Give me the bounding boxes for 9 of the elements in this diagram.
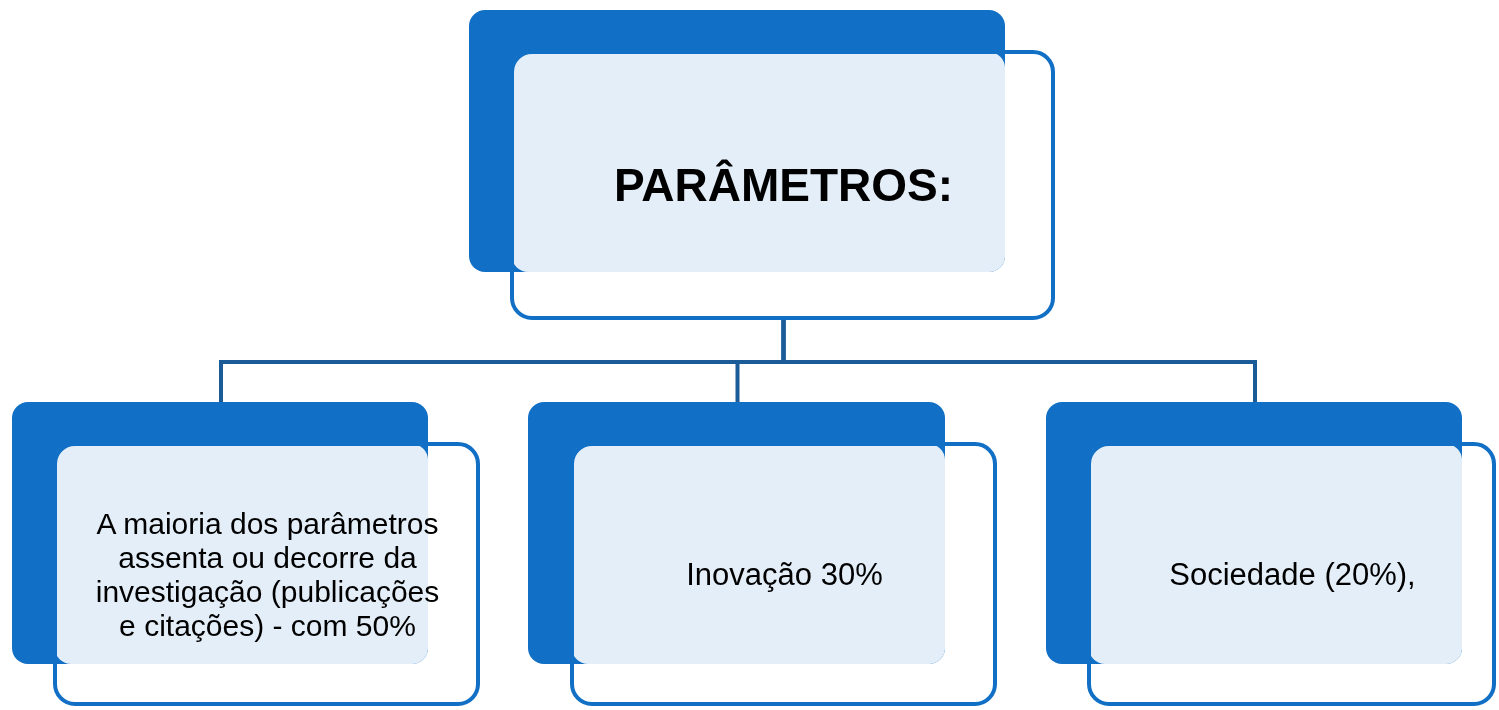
box-text: Inovação 30% [686,557,883,593]
connector-line [781,320,1257,402]
process-box [469,10,1055,320]
heading-text: PARÂMETROS: [614,160,953,212]
process-box [12,402,480,706]
box-text: A maioria dos parâmetros assenta ou decorre da investigação (publicações e citações) - com 50% [94,507,441,643]
box-text: Sociedade (20%), [1169,557,1416,593]
process-box [1046,402,1496,706]
process-box [528,402,997,706]
